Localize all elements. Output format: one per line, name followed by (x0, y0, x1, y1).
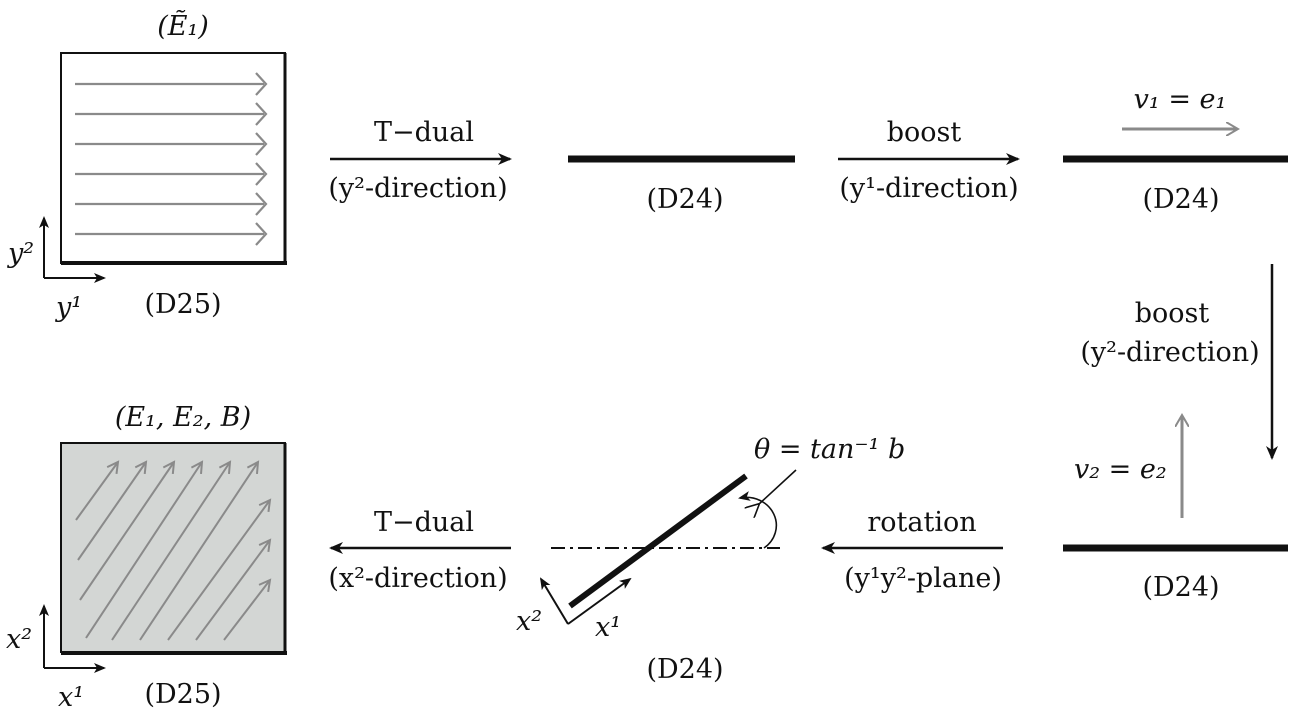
bottom-left-d25-label: (D25) (144, 679, 221, 710)
field-line-diagonal (223, 579, 271, 641)
t-dual-top-sub: (y²-direction) (328, 173, 507, 204)
boost-top-label: boost (887, 117, 962, 148)
field-line-arrowhead (258, 578, 272, 593)
boost-top-sub: (y¹-direction) (839, 173, 1018, 204)
right-top-d24-label: (D24) (1142, 184, 1219, 215)
rotation-arrow-group: rotation (y¹y²-plane) (821, 507, 1003, 594)
field-line-diagonal (79, 461, 175, 601)
t-dual-bottom-sub: (x²-direction) (328, 563, 507, 594)
field-line-arrowhead (258, 538, 272, 553)
top-left-d25-panel: (Ẽ₁) y² y¹ (D25) (7, 9, 287, 323)
bottom-left-axis-y-label: x² (6, 624, 32, 655)
bottom-left-axis-x-label: x¹ (58, 682, 84, 713)
field-line-arrowhead (255, 72, 268, 96)
boost-right-label: boost (1135, 298, 1210, 329)
rotation-sub: (y¹y²-plane) (844, 563, 1002, 594)
field-line-arrowhead (255, 222, 268, 246)
field-line-arrowhead (246, 460, 260, 475)
theta-angle-arc (738, 491, 778, 549)
theta-pointer-arrow (758, 469, 797, 505)
bottom-left-title: (E₁, E₂, B) (115, 402, 251, 433)
boost-right-sub: (y²-direction) (1080, 337, 1259, 368)
theta-label: θ = tan⁻¹ b (754, 434, 905, 465)
top-left-axis-x-label: y¹ (55, 292, 82, 323)
rotated-brane (568, 473, 748, 609)
right-bottom-d24: v₂ = e₂ (D24) (1063, 416, 1288, 603)
field-line-arrowhead (258, 498, 272, 513)
field-lines-e1 (75, 72, 268, 246)
v2-label: v₂ = e₂ (1074, 454, 1167, 485)
right-bottom-d24-label: (D24) (1142, 572, 1219, 603)
v1-label: v₁ = e₁ (1134, 84, 1227, 115)
field-line-diagonal (111, 461, 231, 641)
boost-right-arrow-group: boost (y²-direction) (1080, 264, 1278, 460)
field-line-arrowhead (255, 162, 268, 186)
field-line-arrowhead (255, 132, 268, 156)
boost-top-arrow-group: boost (y¹-direction) (838, 117, 1020, 204)
rotated-d24: θ = tan⁻¹ b x² x¹ (D24) (516, 434, 905, 685)
rotated-x2-label: x² (516, 606, 542, 637)
t-dual-top-label: T−dual (374, 117, 474, 148)
field-lines-e1-e2-b (75, 460, 272, 641)
field-line-arrowhead (134, 460, 148, 475)
top-left-box (60, 52, 286, 264)
top-left-d25-label: (D25) (144, 289, 221, 320)
rotated-d24-label: (D24) (646, 654, 723, 685)
field-line-arrowhead (218, 460, 232, 475)
t-dual-top-arrow-group: T−dual (y²-direction) (328, 117, 512, 204)
field-line-arrowhead (190, 460, 204, 475)
field-line-diagonal (195, 539, 271, 641)
right-top-d24: v₁ = e₁ (D24) (1063, 84, 1288, 215)
field-line-diagonal (75, 461, 119, 521)
rotated-x1-label: x¹ (595, 612, 621, 643)
rotated-x2-axis-arrow (539, 577, 569, 625)
field-line-diagonal (167, 499, 271, 641)
top-left-title: (Ẽ₁) (157, 9, 209, 42)
t-dual-bottom-arrow-group: T−dual (x²-direction) (328, 507, 511, 594)
field-line-arrowhead (162, 460, 176, 475)
field-line-arrowhead (106, 460, 120, 475)
t-dual-bottom-label: T−dual (374, 507, 474, 538)
field-line-diagonal (139, 461, 259, 641)
field-line-arrowhead (255, 102, 268, 126)
field-line-diagonal (85, 461, 203, 639)
top-left-axis-y-label: y² (7, 238, 34, 269)
rotation-label: rotation (867, 507, 976, 538)
rotated-x1-axis-arrow (567, 577, 632, 625)
mid-top-d24: (D24) (568, 155, 795, 215)
bottom-left-d25-panel: (E₁, E₂, B) x² x¹ (D25) (6, 402, 287, 713)
field-line-arrowhead (255, 192, 268, 216)
field-line-diagonal (77, 461, 147, 561)
mid-top-d24-label: (D24) (646, 184, 723, 215)
